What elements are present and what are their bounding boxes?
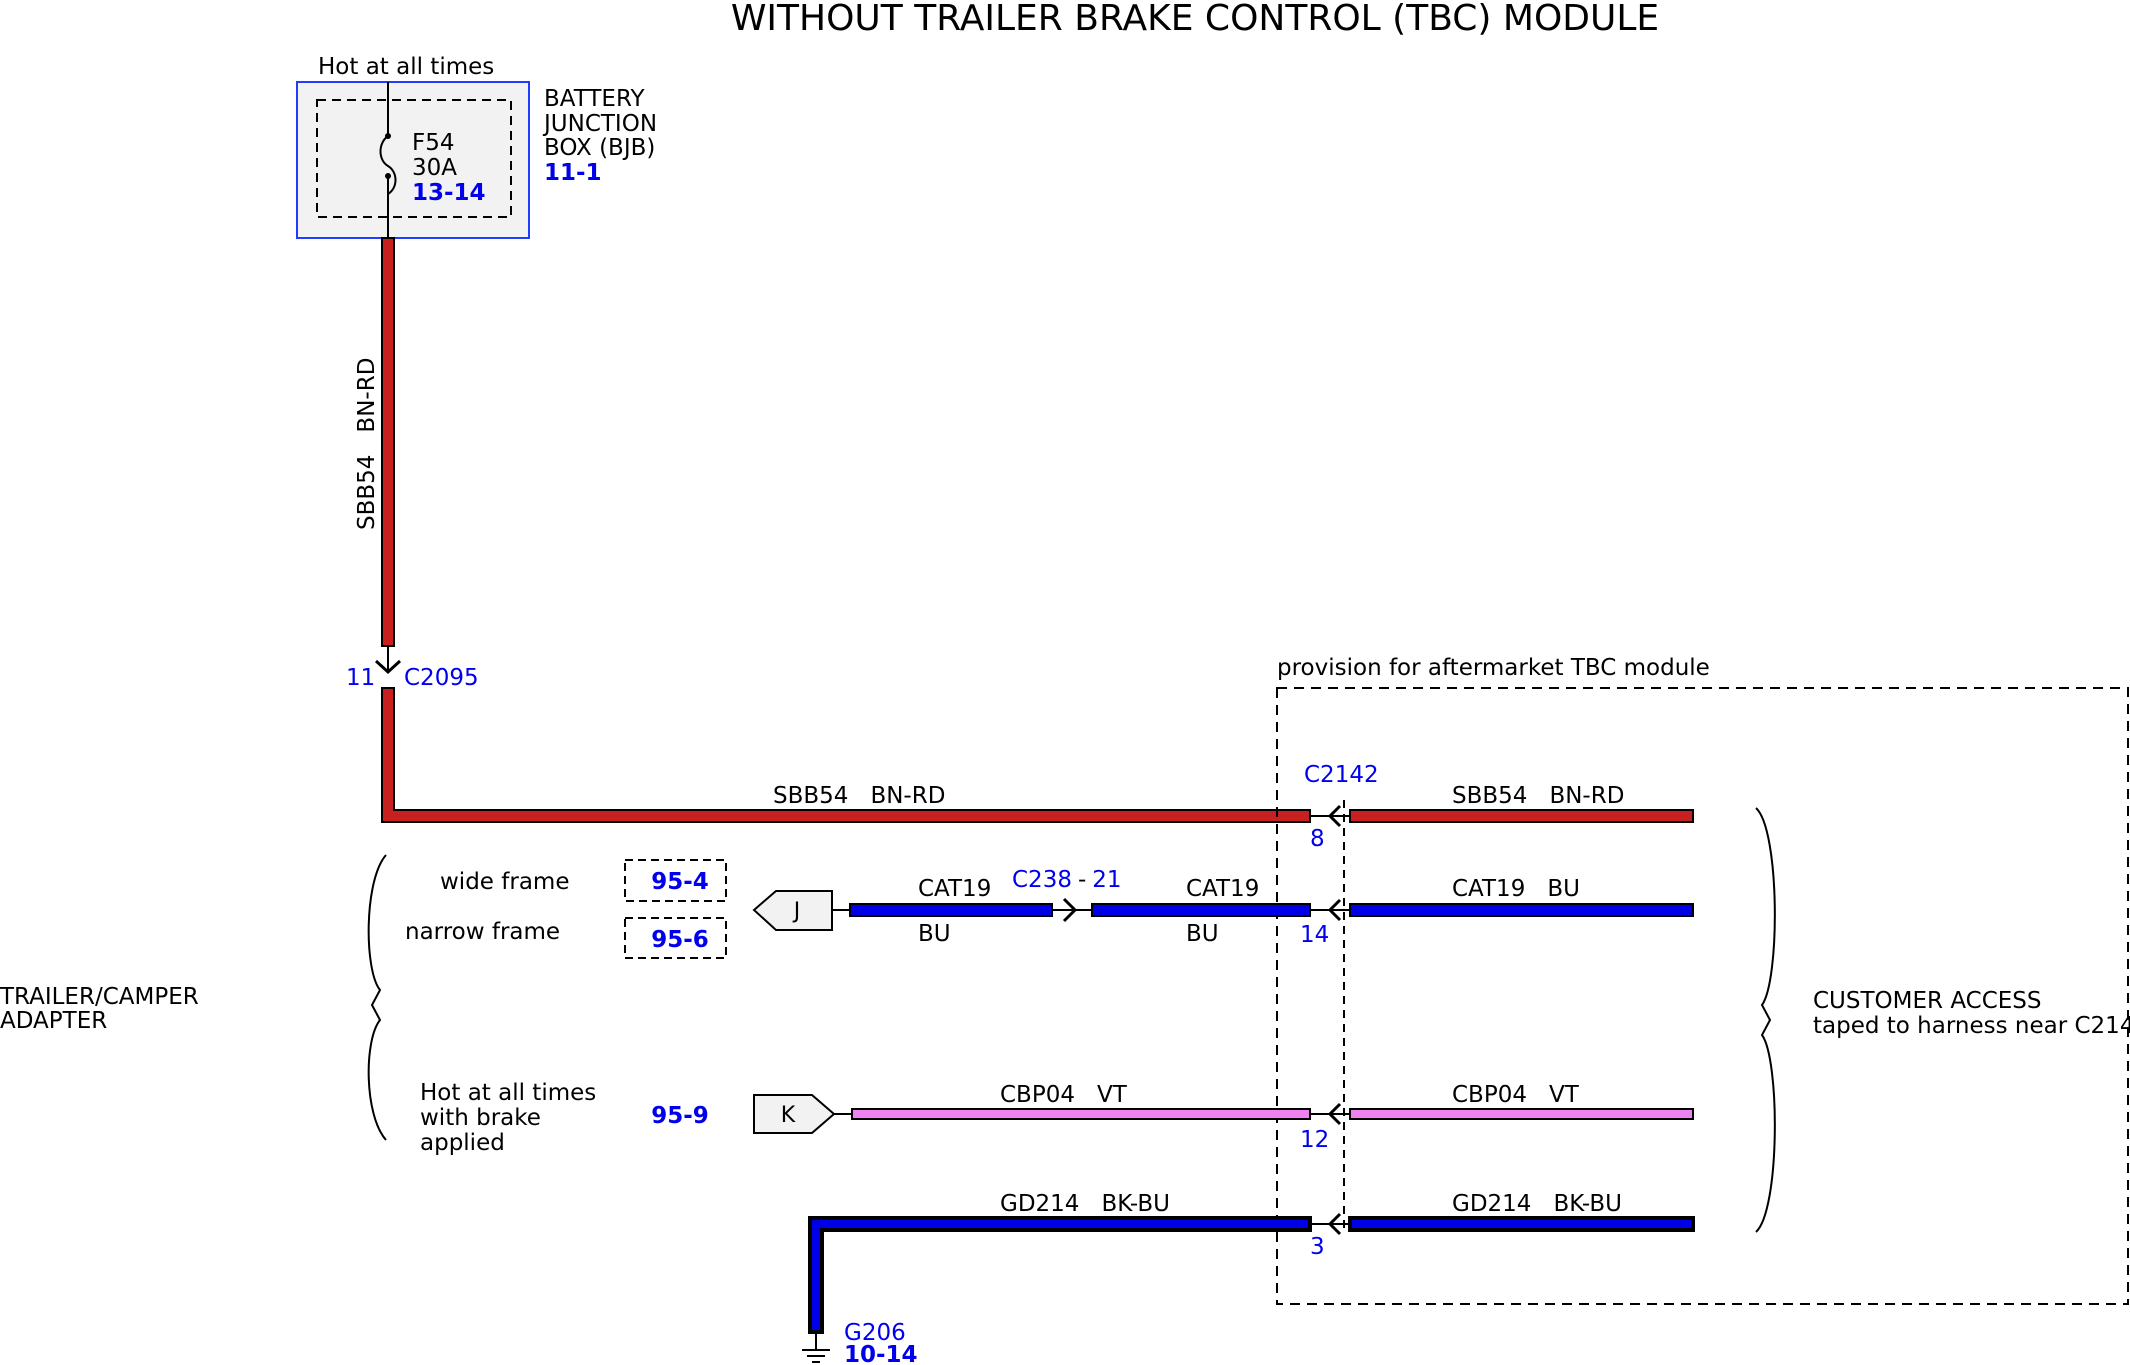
terminal-k-label: K xyxy=(781,1103,796,1128)
wire-cat19-mid xyxy=(1091,903,1311,917)
ground-ref-link[interactable]: 10-14 xyxy=(844,1342,918,1365)
hot-brake-line2: with brake xyxy=(420,1105,541,1131)
wire-cat19-left-circuit: CAT19 xyxy=(918,876,991,902)
provision-dashed-box xyxy=(1276,687,2129,1305)
battery-junction-box: Hot at all times F54 30A 13-14 BATTERY J… xyxy=(296,54,657,239)
frame-options: wide frame 95-4 narrow frame 95-6 Hot at… xyxy=(405,859,727,1156)
hot-brake-line3: applied xyxy=(420,1130,505,1156)
customer-access-line2: taped to harness near C2142 xyxy=(1813,1013,2130,1039)
c2142-pin14: 14 xyxy=(1300,922,1329,948)
wire-cat19-left xyxy=(849,903,1053,917)
trailer-adapter-line2: ADAPTER xyxy=(0,1008,107,1034)
bjb-name-line2: JUNCTION xyxy=(542,111,657,137)
narrow-frame-label: narrow frame xyxy=(405,919,560,945)
narrow-ref-link[interactable]: 95-6 xyxy=(651,927,709,953)
bjb-inner-dashed-box xyxy=(316,99,512,218)
hot-brake-line1: Hot at all times xyxy=(420,1080,596,1106)
wire-cat19-mid-circuit: CAT19 xyxy=(1186,876,1259,902)
ground-g206: G206 10-14 xyxy=(802,1320,918,1365)
narrow-ref-box xyxy=(624,917,727,959)
brake-ref-link[interactable]: 95-9 xyxy=(651,1103,709,1129)
wire-sbb54-vertical: SBB54BN-RD xyxy=(354,237,395,647)
wire-cat19-right xyxy=(1349,903,1694,917)
bjb-ref-link[interactable]: 11-1 xyxy=(544,160,602,186)
bjb-name-line1: BATTERY xyxy=(544,86,645,112)
c2142-pin3-female-icon xyxy=(1327,1212,1342,1236)
terminal-j-label: J xyxy=(792,899,801,924)
c2142-pin12-female-icon xyxy=(1327,1102,1342,1126)
right-brace xyxy=(1755,807,1776,1233)
terminal-k-icon xyxy=(753,1094,836,1134)
wire-sbb54-right xyxy=(1349,809,1694,823)
c238-label: C238-21 xyxy=(1012,867,1122,893)
c2142-pin3: 3 xyxy=(1310,1234,1325,1260)
wide-frame-label: wide frame xyxy=(440,869,569,895)
customer-access-line1: CUSTOMER ACCESS xyxy=(1813,988,2042,1014)
wire-cbp04-left xyxy=(851,1108,1311,1120)
c238-male-icon xyxy=(1062,897,1078,923)
fuse-terminal-top xyxy=(385,133,391,139)
fuse-rating: 30A xyxy=(412,155,457,181)
c2095-pin: 11 xyxy=(346,665,375,691)
bjb-outer-box xyxy=(296,81,530,239)
connector-c2095: 11 C2095 xyxy=(346,646,479,691)
wire-cat19-mid-color: BU xyxy=(1186,921,1219,947)
wire-gd214-right xyxy=(1348,1216,1695,1232)
wire-gd214-left xyxy=(808,1216,1312,1334)
wire-sbb54-lower xyxy=(381,687,1311,823)
wire-cbp04-right xyxy=(1349,1108,1694,1120)
wire-sbb54-vertical-label: SBB54BN-RD xyxy=(354,358,380,530)
fuse-ref-link[interactable]: 13-14 xyxy=(412,180,486,206)
diagram-title: WITHOUT TRAILER BRAKE CONTROL (TBC) MODU… xyxy=(731,0,1659,39)
wire-cat19-left-color: BU xyxy=(918,921,951,947)
c2142-pin14-female-icon xyxy=(1327,898,1342,922)
c2095-name: C2095 xyxy=(404,665,479,691)
left-brace xyxy=(367,854,387,1141)
bjb-name-line3: BOX (BJB) xyxy=(544,135,655,161)
wire-sbb54-vertical-upper xyxy=(381,237,395,647)
bjb-hot-label: Hot at all times xyxy=(318,54,494,80)
c2142-pin12: 12 xyxy=(1300,1127,1329,1153)
wide-ref-box xyxy=(624,859,727,902)
c2142-name: C2142 xyxy=(1304,762,1379,788)
provision-label: provision for aftermarket TBC module xyxy=(1277,655,1710,681)
fuse-icon xyxy=(379,135,397,195)
trailer-adapter-line1: TRAILER/CAMPER xyxy=(0,984,199,1010)
ground-name: G206 xyxy=(844,1320,906,1346)
c2142-pin8: 8 xyxy=(1310,826,1325,852)
wide-ref-link[interactable]: 95-4 xyxy=(651,869,709,895)
fuse-name: F54 xyxy=(412,130,455,156)
